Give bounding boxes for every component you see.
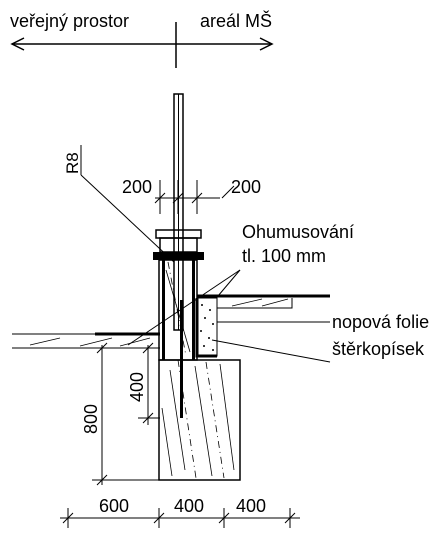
r8-leader [80, 145, 175, 263]
dim-top-right: 200 [231, 177, 261, 197]
gravel-sand-label: štěrkopísek [332, 339, 425, 359]
dim-top-left: 200 [122, 177, 152, 197]
depth-dimension-800 [92, 342, 160, 486]
topsoil-leader [127, 269, 241, 346]
dim-bottom-400-b: 400 [236, 496, 266, 516]
boundary-arrow [10, 22, 274, 68]
rebar-r8-label: R8 [63, 152, 82, 174]
topsoil-label-line2: tl. 100 mm [242, 246, 326, 266]
dim-bottom-600: 600 [99, 496, 129, 516]
anchor-sleeve [162, 260, 195, 418]
dim-depth-400: 400 [127, 372, 147, 402]
topsoil-label-line1: Ohumusování [242, 222, 354, 242]
membrane-label: nopová folie [332, 312, 429, 332]
dim-depth-800: 800 [81, 404, 101, 434]
gravel-leader [211, 339, 331, 363]
public-space-label: veřejný prostor [10, 11, 129, 31]
gravel-sand-layer [196, 297, 218, 357]
top-dimension [154, 180, 235, 214]
dimpled-membrane [195, 298, 217, 358]
ground-left [12, 332, 160, 349]
bottom-dimension [60, 508, 300, 528]
post-base-plate [153, 229, 204, 260]
concrete-foundation [158, 259, 241, 481]
ground-right [197, 294, 330, 309]
dim-bottom-400-a: 400 [174, 496, 204, 516]
kindergarten-area-label: areál MŠ [200, 10, 272, 31]
depth-dimension-400 [138, 342, 160, 425]
